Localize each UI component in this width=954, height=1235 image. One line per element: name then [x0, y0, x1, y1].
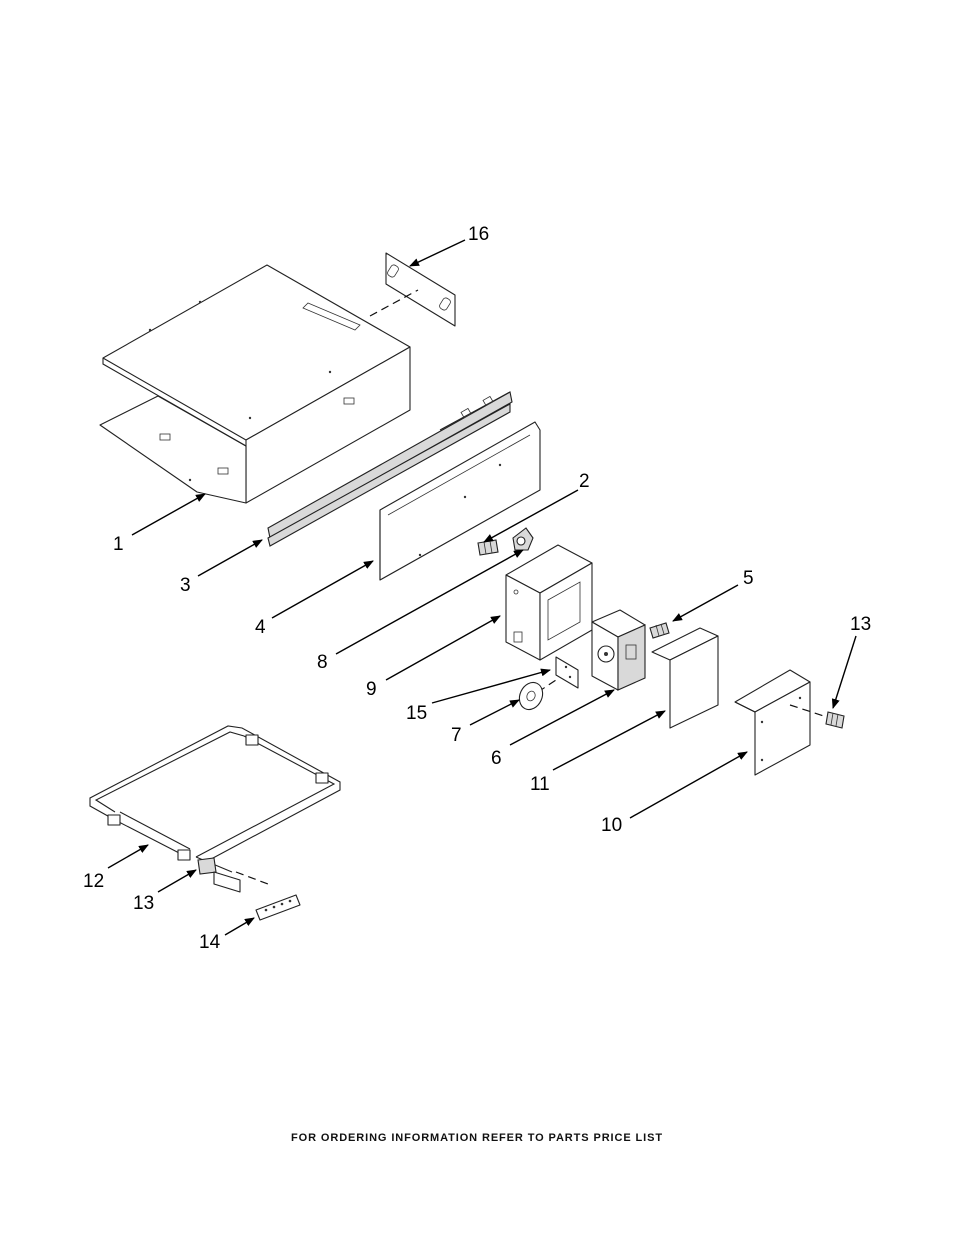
part-2-sensor: [512, 527, 534, 551]
callout-6: 6: [491, 748, 502, 769]
callout-7: 7: [451, 725, 462, 746]
callout-13-right: 13: [850, 614, 871, 635]
leader-lines: [107, 239, 857, 936]
part-14-terminal-block: [255, 894, 301, 921]
callout-12: 12: [83, 871, 104, 892]
ordering-info-note: FOR ORDERING INFORMATION REFER TO PARTS …: [291, 1132, 663, 1144]
part-16-bracket: [369, 252, 456, 327]
part-5-screw: [649, 622, 670, 639]
part-13-screw-right: [825, 711, 845, 729]
callout-14: 14: [199, 932, 221, 953]
part-1-cabinet-shell: [99, 264, 411, 504]
part-8-screw: [477, 539, 499, 556]
part-4-side-panel: [379, 421, 541, 581]
callout-8: 8: [317, 652, 328, 673]
callout-13-left: 13: [133, 893, 154, 914]
part-10-rear-cover: [734, 669, 831, 776]
part-3-slide-rail: [267, 391, 513, 547]
callout-2: 2: [579, 471, 590, 492]
callout-16: 16: [468, 224, 489, 245]
callout-4: 4: [255, 617, 266, 638]
callout-9: 9: [366, 679, 377, 700]
callout-11: 11: [530, 774, 550, 795]
part-7-knob: [518, 681, 544, 711]
part-6-control-module: [591, 609, 646, 691]
callout-3: 3: [180, 575, 191, 596]
callout-10: 10: [601, 815, 622, 836]
callout-labels: 16 1 2 3 4 5 8 9 15 7 6 11 10 13 12 13 1…: [83, 224, 871, 953]
callout-5: 5: [743, 568, 754, 589]
callout-15: 15: [406, 703, 427, 724]
part-9-control-housing: [505, 544, 593, 661]
part-15-plate: [537, 656, 579, 693]
callout-1: 1: [113, 534, 124, 555]
part-11-cover-panel: [651, 627, 719, 729]
part-13-terminal-left: [197, 857, 269, 893]
